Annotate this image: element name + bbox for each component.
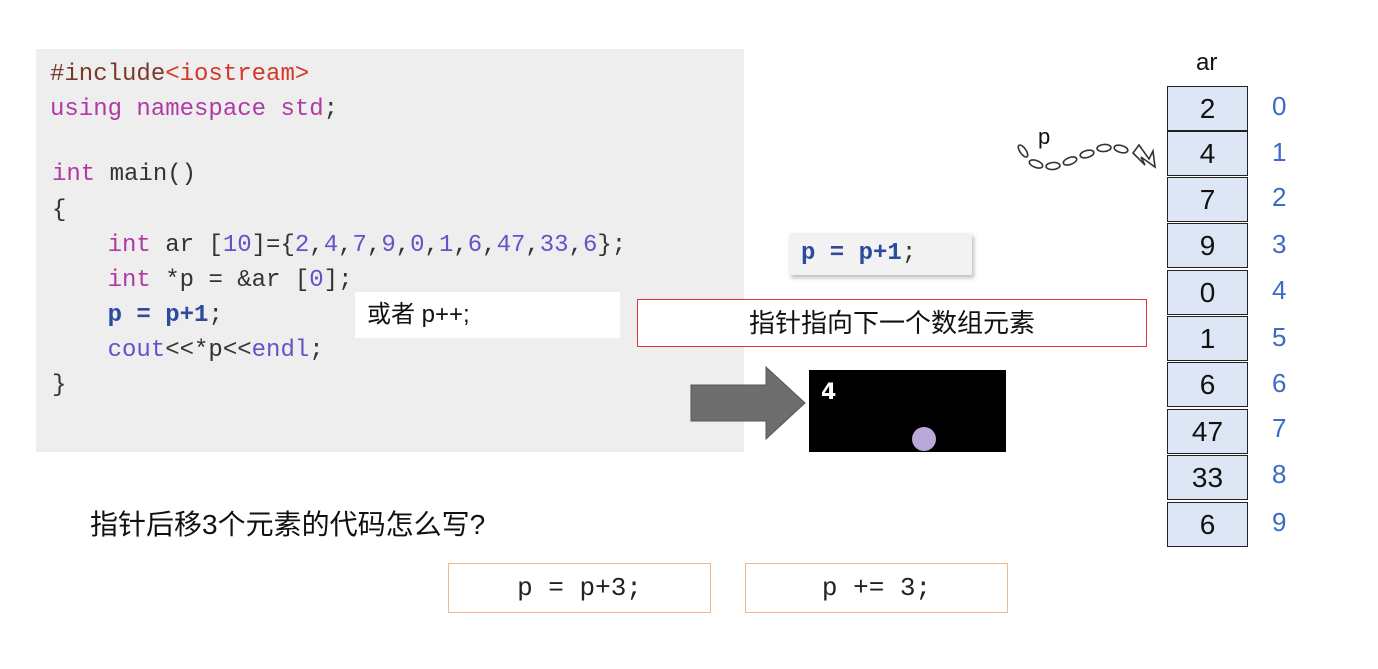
console-output: 4 — [809, 370, 1006, 452]
array-cell: 2 — [1167, 86, 1248, 131]
code-token: p = p+1 — [107, 302, 209, 329]
array-index: 6 — [1272, 368, 1287, 398]
array-cell: 47 — [1167, 409, 1248, 454]
code-token: ; — [208, 302, 223, 329]
code-token: , — [453, 232, 468, 259]
right-arrow-icon — [690, 365, 806, 441]
array-index: 4 — [1272, 275, 1287, 305]
code-token: int — [107, 267, 151, 294]
code-token: 0 — [410, 232, 425, 259]
array-cell: 1 — [1167, 316, 1248, 361]
code-token: 10 — [222, 232, 252, 259]
code-line: int *p = &ar [0]; — [50, 263, 353, 299]
array-index: 0 — [1272, 91, 1287, 121]
code-token: 6 — [467, 232, 483, 259]
pointer-label: p — [1038, 124, 1051, 149]
code-token: { — [52, 197, 67, 224]
code-token: 2 — [294, 232, 310, 259]
code-token — [50, 302, 108, 329]
code-token — [50, 337, 108, 364]
question-text: 指针后移3个元素的代码怎么写? — [90, 509, 486, 540]
code-line: int ar [10]={2,4,7,9,0,1,6,47,33,6}; — [50, 228, 627, 264]
answer-box-2: p += 3; — [745, 563, 1008, 613]
answer-box-1: p = p+3; — [448, 563, 711, 613]
code-token: 0 — [309, 267, 324, 294]
code-token: int — [52, 161, 96, 188]
code-token: , — [395, 232, 411, 259]
array-index: 8 — [1272, 459, 1287, 489]
array-index: 9 — [1272, 507, 1287, 537]
code-line: } — [52, 368, 66, 404]
code-token: , — [309, 232, 324, 259]
code-token: , — [568, 232, 583, 259]
array-cell: 6 — [1167, 502, 1248, 547]
code-token: 7 — [352, 232, 367, 259]
array-index: 5 — [1272, 322, 1287, 352]
code-token: 33 — [539, 232, 569, 259]
code-token: *p = &ar [ — [150, 267, 310, 294]
code-token: , — [338, 232, 353, 259]
code-token: ]; — [323, 267, 353, 294]
array-cell: 4 — [1167, 131, 1248, 176]
array-index: 1 — [1272, 137, 1287, 167]
code-token: #include — [50, 61, 166, 88]
code-token: }; — [597, 232, 627, 259]
array-cell: 7 — [1167, 177, 1248, 222]
code-token: int — [107, 232, 151, 259]
pointer-chain-arrow-icon — [1017, 143, 1157, 171]
array-index: 2 — [1272, 182, 1287, 212]
array-index: 3 — [1272, 229, 1287, 259]
code-token: 4 — [323, 232, 339, 259]
code-token: <<*p<< — [165, 337, 252, 364]
array-index: 7 — [1272, 413, 1287, 443]
code-token: } — [52, 372, 67, 399]
code-token: , — [525, 232, 540, 259]
array-cell: 0 — [1167, 270, 1248, 315]
code-token: namespace — [136, 96, 281, 123]
code-token: cout — [107, 337, 166, 364]
code-line: using namespace std; — [50, 92, 338, 128]
console-text: 4 — [821, 380, 837, 405]
code-token — [50, 232, 108, 259]
code-token: endl — [251, 337, 310, 364]
code-token: 9 — [381, 232, 396, 259]
array-cell: 33 — [1167, 455, 1248, 500]
code-token: std — [280, 96, 324, 123]
code-token: , — [366, 232, 382, 259]
code-token: 47 — [496, 232, 526, 259]
code-line: #include<iostream> — [50, 57, 309, 93]
code-line: int main() — [52, 157, 196, 193]
code-token: ; — [309, 337, 324, 364]
code-token: <iostream> — [165, 61, 310, 88]
code-token: 1 — [438, 232, 454, 259]
code-token: ]={ — [251, 232, 295, 259]
code-token: ; — [323, 96, 339, 123]
code-line: { — [52, 193, 66, 229]
array-cell: 6 — [1167, 362, 1248, 407]
alternative-note: 或者 p++; — [355, 292, 620, 338]
array-name: ar — [1196, 49, 1218, 76]
array-cell: 9 — [1167, 223, 1248, 268]
code-token — [50, 267, 108, 294]
code-token: 6 — [583, 232, 598, 259]
description-box: 指针指向下一个数组元素 — [637, 299, 1147, 347]
code-token: main() — [95, 161, 197, 188]
code-line: p = p+1; — [50, 298, 223, 334]
code-token: using — [50, 96, 137, 123]
code-line: cout<<*p<<endl; — [50, 333, 324, 369]
code-panel: #include<iostream>using namespace std;in… — [36, 49, 744, 452]
code-token: ar [ — [150, 232, 223, 259]
code-token: , — [482, 232, 497, 259]
statement-box: p = p+1; — [789, 233, 972, 275]
image-icon — [912, 427, 936, 451]
code-token: , — [424, 232, 439, 259]
